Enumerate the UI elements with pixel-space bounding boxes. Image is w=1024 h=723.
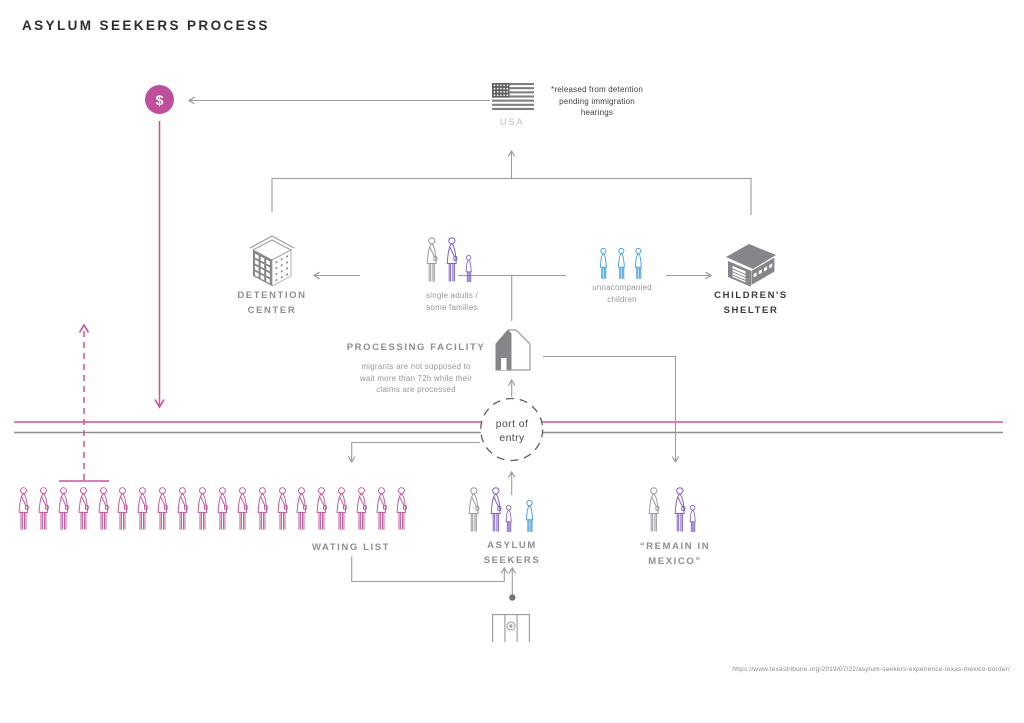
waiting-person-icon — [96, 487, 109, 531]
usa-label: USA — [499, 117, 525, 128]
processing-facility-icon — [495, 329, 531, 371]
usa-flag-icon — [492, 83, 534, 110]
asylum-seekers-label: ASYLUM SEEKERS — [483, 540, 541, 566]
childrens-shelter-icon — [726, 244, 776, 287]
waiting-person-icon — [334, 487, 347, 531]
adult-woman-icon — [672, 487, 686, 533]
waiting-person-icon — [314, 487, 327, 531]
waiting-person-icon — [394, 487, 407, 531]
detention-center-label: DETENTION CENTER — [237, 290, 307, 316]
waiting-person-icon — [155, 487, 168, 531]
waiting-person-icon — [115, 487, 128, 531]
child-icon — [633, 248, 644, 280]
waiting-person-icon — [235, 487, 248, 531]
elbow-to-remain-in-mexico — [543, 355, 680, 464]
childrens-shelter-label: CHILDREN'S SHELTER — [714, 290, 788, 316]
bracket-line — [271, 177, 752, 215]
child-icon — [616, 248, 627, 280]
waiting-person-icon — [195, 487, 208, 531]
dollar-sign: $ — [155, 91, 164, 108]
route-dot — [509, 594, 516, 601]
waiting-person-icon — [255, 487, 268, 531]
waiting-person-icon — [175, 487, 188, 531]
waiting-person-icon — [275, 487, 288, 531]
released-note: *released from detention pending immigra… — [551, 85, 643, 118]
waiting-list-figures — [16, 487, 407, 531]
single-adults-figures — [424, 237, 473, 283]
money-icon: $ — [145, 85, 174, 114]
adult-woman-icon — [424, 237, 438, 283]
remain-in-mexico-figures — [646, 487, 697, 533]
detention-center-icon — [249, 235, 295, 287]
waiting-person-icon — [354, 487, 367, 531]
waiting-person-icon — [135, 487, 148, 531]
child-icon — [504, 505, 513, 533]
remain-in-mexico-label: “REMAIN IN MEXICO” — [639, 541, 711, 567]
waiting-person-icon — [76, 487, 89, 531]
child-icon — [598, 248, 609, 280]
page-title: ASYLUM SEEKERS PROCESS — [22, 18, 270, 33]
single-adults-label: single adults / some families — [426, 291, 478, 312]
adult-woman-icon — [488, 487, 502, 533]
waiting-person-icon — [56, 487, 69, 531]
mexico-flag-icon — [492, 614, 530, 642]
processing-facility-note: migrants are not supposed to wait more t… — [359, 362, 473, 395]
adult-woman-icon — [466, 487, 480, 533]
waiting-person-icon — [16, 487, 29, 531]
port-of-entry-circle — [480, 397, 544, 462]
waiting-person-icon — [36, 487, 49, 531]
elbow-waiting-to-seekers — [351, 556, 509, 583]
elbow-port-to-waiting-list — [347, 441, 480, 464]
waiting-person-icon — [374, 487, 387, 531]
waiting-person-icon — [215, 487, 228, 531]
adult-woman-icon — [646, 487, 660, 533]
waiting-list-label: WATING LIST — [311, 542, 391, 553]
unaccompanied-children-figures — [598, 248, 644, 280]
processing-facility-label: PROCESSING FACILITY — [346, 342, 486, 353]
child-icon — [524, 500, 535, 533]
waiting-person-icon — [294, 487, 307, 531]
child-icon — [464, 255, 473, 283]
unaccompanied-children-label: unnacompanied children — [592, 283, 652, 304]
asylum-seekers-figures — [466, 487, 535, 533]
port-of-entry-label: port of entry — [495, 418, 529, 445]
source-url: https://www.texastribune.org/2019/07/22/… — [732, 666, 1010, 673]
adult-woman-icon — [444, 237, 458, 283]
child-icon — [688, 505, 697, 533]
